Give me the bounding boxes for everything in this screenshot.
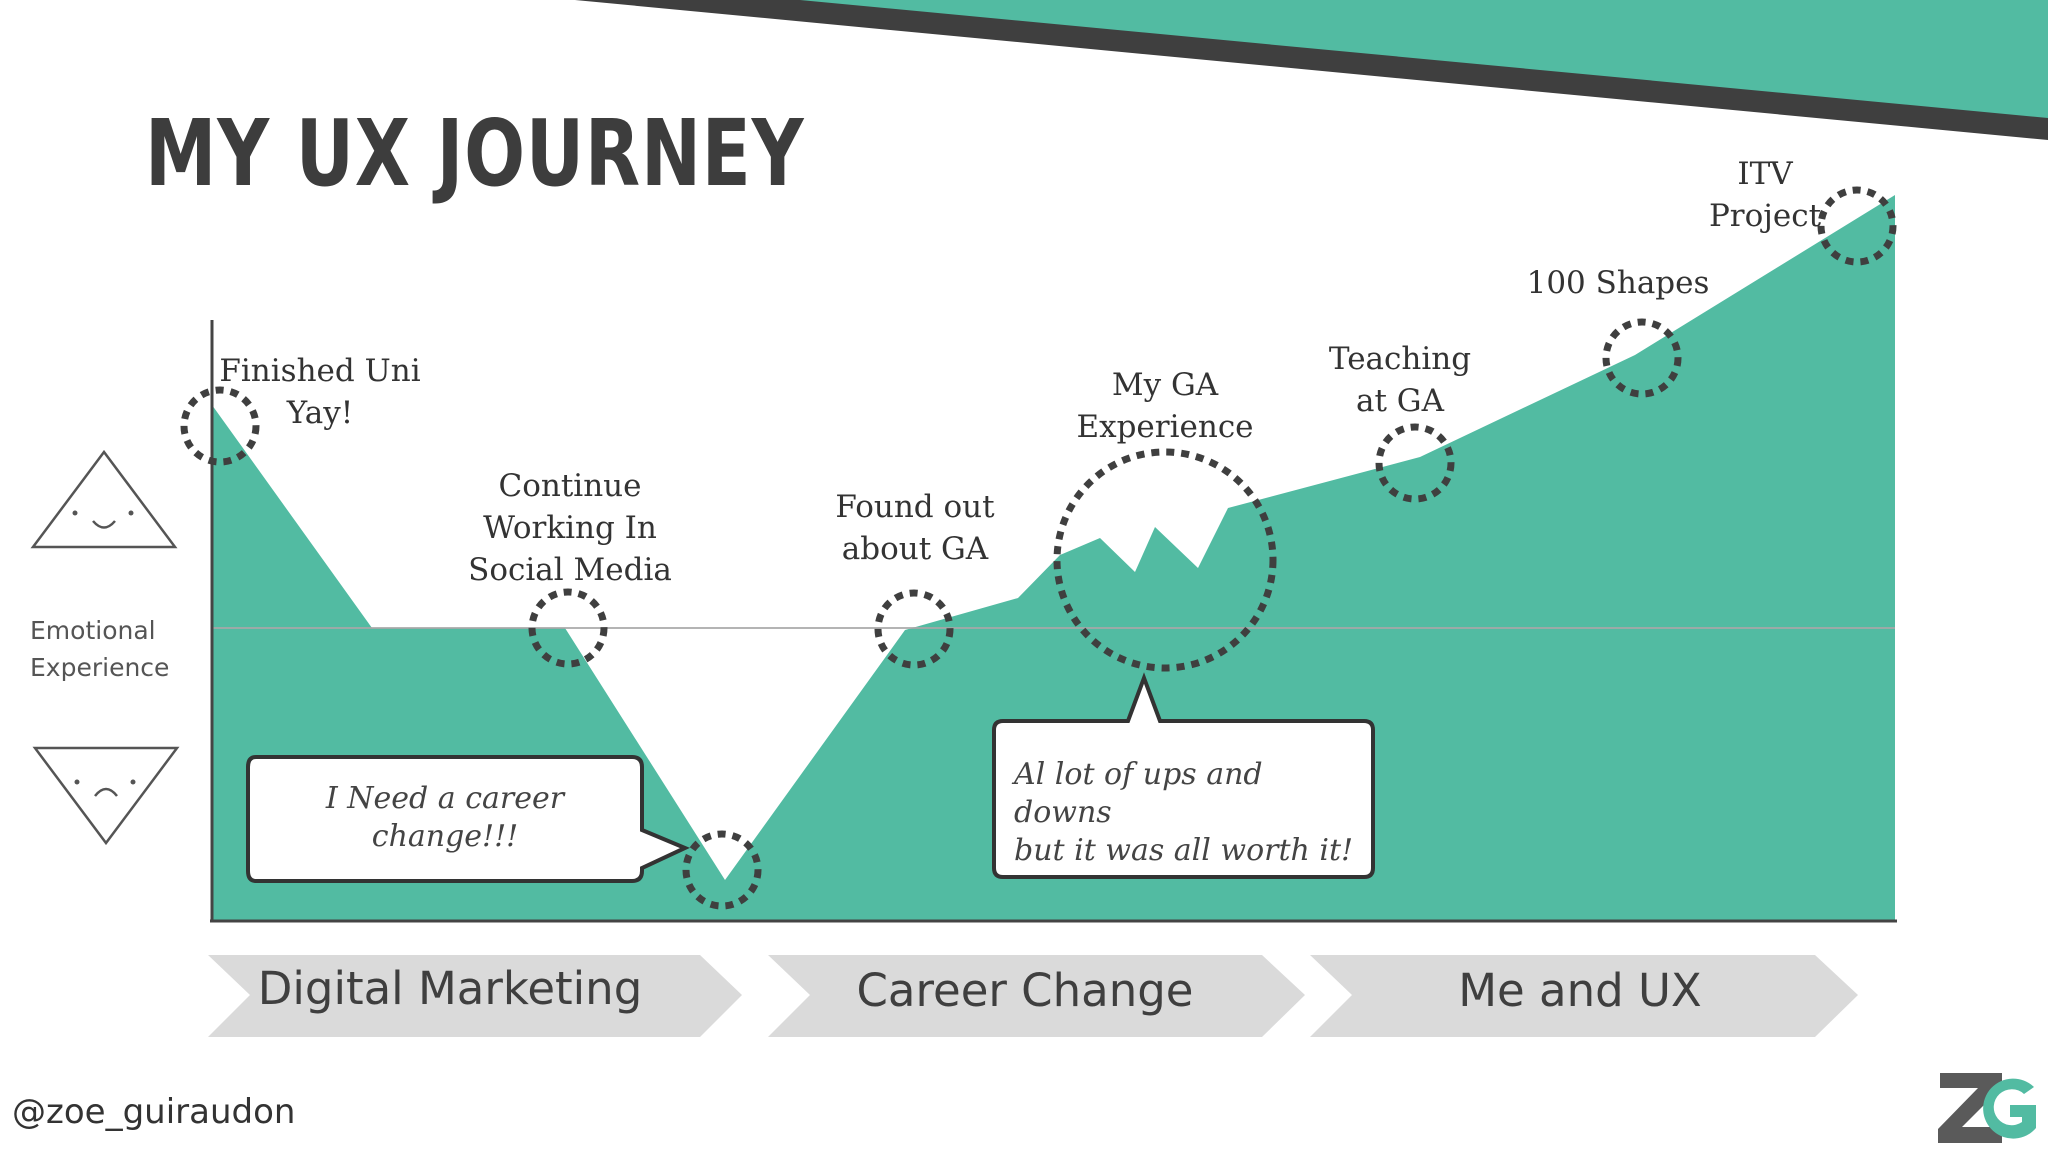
callout-text-ga: Al lot of ups and downs but it was all w… xyxy=(1014,756,1369,870)
marker-ga-experience xyxy=(1053,448,1277,672)
milestone-line: Finished Uni xyxy=(219,353,421,389)
stage-chevron-digital-marketing xyxy=(208,955,742,1037)
callout-text-career: I Need a career change!!! xyxy=(250,780,640,856)
callout-line: change!!! xyxy=(371,819,519,854)
marker-itv xyxy=(1817,186,1897,266)
marker-teaching-ga xyxy=(1375,423,1455,503)
journey-area xyxy=(212,195,1895,920)
milestone-label-teaching-ga: Teaching at GA xyxy=(1300,338,1500,422)
milestone-line: Found out xyxy=(835,489,995,525)
stage-chevron-me-and-ux xyxy=(1310,955,1858,1037)
happy-face-triangle-icon xyxy=(30,449,178,549)
callout-bubble-career xyxy=(246,755,690,883)
stage-chevron-career-change xyxy=(768,955,1305,1037)
milestone-label-social-media: Continue Working In Social Media xyxy=(445,465,695,591)
milestone-line: 100 Shapes xyxy=(1526,265,1710,301)
milestone-line: Yay! xyxy=(286,395,354,431)
axis-label-line1: Emotional xyxy=(30,616,156,645)
corner-band-accent xyxy=(800,0,2048,118)
milestone-line: Project xyxy=(1708,198,1822,234)
milestone-label-found-ga: Found out about GA xyxy=(805,486,1025,570)
milestone-label-itv: ITV Project xyxy=(1700,153,1830,237)
sad-face-triangle-icon xyxy=(32,746,180,846)
marker-found-ga xyxy=(874,589,954,669)
milestone-line: Social Media xyxy=(468,552,672,588)
callout-line: but it was all worth it! xyxy=(1014,833,1354,868)
milestone-line: My GA xyxy=(1111,367,1219,403)
milestone-line: Working In xyxy=(483,510,657,546)
stage-label-career-change: Career Change xyxy=(856,964,1194,1017)
milestone-line: about GA xyxy=(841,531,989,567)
callout-bubble-ga xyxy=(992,672,1375,879)
milestone-line: ITV xyxy=(1737,156,1793,192)
emotional-experience-label: Emotional Experience xyxy=(30,612,190,686)
stage-label-me-and-ux: Me and UX xyxy=(1458,964,1702,1017)
marker-100-shapes xyxy=(1602,318,1682,398)
callout-line: I Need a career xyxy=(325,781,565,816)
milestone-label-finished-uni: Finished Uni Yay! xyxy=(205,350,435,434)
marker-social-media xyxy=(528,588,608,668)
milestone-line: at GA xyxy=(1356,383,1444,419)
marker-career-low xyxy=(682,830,762,910)
stage-label-digital-marketing: Digital Marketing xyxy=(257,962,643,1015)
callout-line: Al lot of ups and downs xyxy=(1014,757,1263,830)
marker-finished-uni xyxy=(180,386,260,466)
milestone-label-100-shapes: 100 Shapes xyxy=(1508,262,1728,304)
milestone-line: Continue xyxy=(498,468,642,504)
twitter-handle: @zoe_guiraudon xyxy=(12,1092,296,1132)
page-title: MY UX JOURNEY xyxy=(145,100,805,207)
milestone-label-ga-experience: My GA Experience xyxy=(1050,364,1280,448)
zg-logo-icon xyxy=(1938,1073,2036,1143)
axis-label-line2: Experience xyxy=(30,653,170,682)
milestone-line: Teaching xyxy=(1328,341,1472,377)
milestone-line: Experience xyxy=(1076,409,1254,445)
